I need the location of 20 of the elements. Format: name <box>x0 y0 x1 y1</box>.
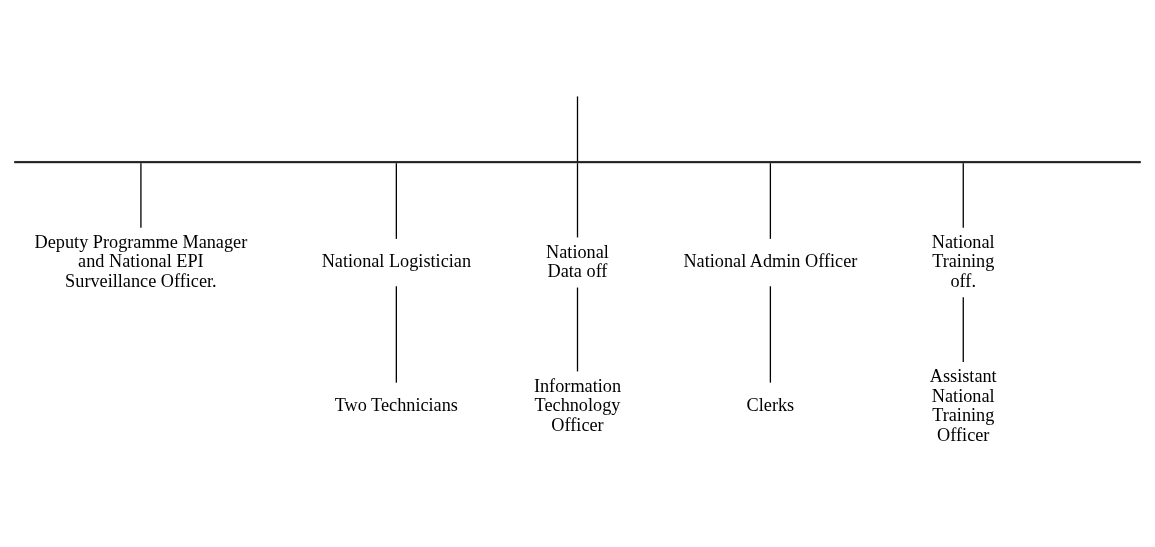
node-text: Clerks <box>746 395 795 416</box>
node-text: National Training off. <box>931 231 995 291</box>
connector <box>395 285 397 384</box>
connector <box>140 162 142 229</box>
connector <box>769 285 772 384</box>
connector <box>576 95 579 163</box>
connector <box>962 296 964 363</box>
node-text: Deputy Programme Manager and National EPI Surveillance Officer. <box>34 231 248 291</box>
node-text: Two Technicians <box>334 395 458 416</box>
connector <box>576 162 579 239</box>
node-text: National Data off <box>546 241 609 282</box>
node-text: Information Technology Officer <box>533 375 622 435</box>
connector <box>395 162 397 240</box>
node-text: National Logistician <box>321 251 472 272</box>
node-text: National Admin Officer <box>683 251 858 272</box>
connector <box>576 286 579 373</box>
node-bar <box>14 161 1141 164</box>
connector <box>962 162 964 229</box>
connector <box>769 162 772 240</box>
node-text: Assistant National Training Officer <box>929 365 997 445</box>
